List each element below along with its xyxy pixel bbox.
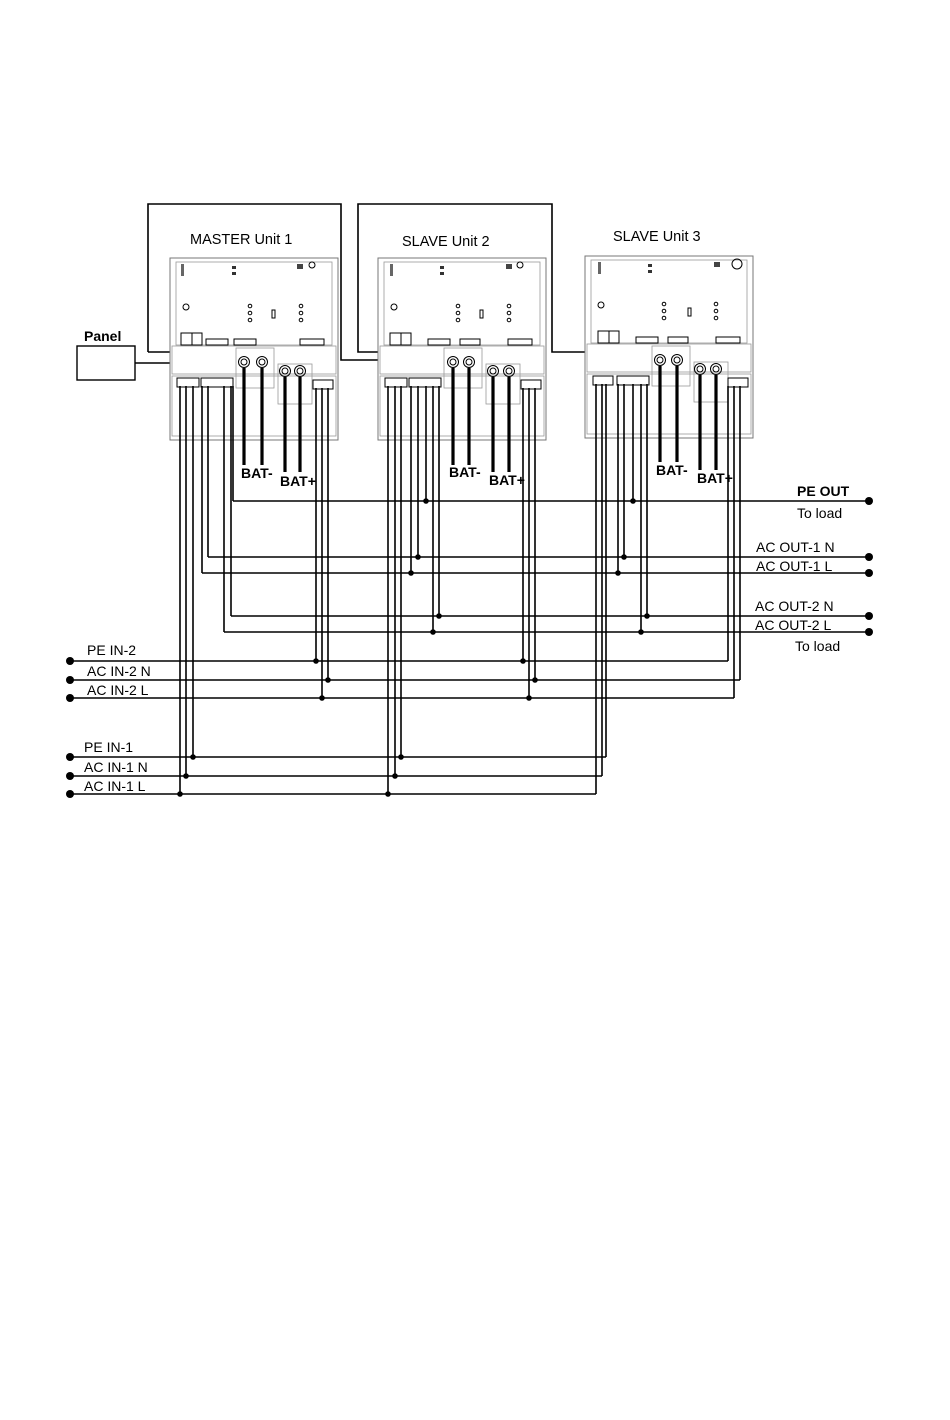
- terminal-pe-in1: [66, 753, 74, 761]
- label-pe-in1: PE IN-1: [84, 739, 133, 755]
- unit-3-bat-minus: BAT-: [656, 462, 688, 478]
- unit-1-master: MASTER Unit 1 BAT- BAT+: [170, 232, 338, 489]
- label-ac-out1-n: AC OUT-1 N: [756, 539, 835, 555]
- label-ac-in1-l: AC IN-1 L: [84, 778, 146, 794]
- terminal-ac-out2-n: [865, 612, 873, 620]
- label-pe-in2: PE IN-2: [87, 642, 136, 658]
- label-to-load-1: To load: [797, 505, 842, 521]
- label-ac-in1-n: AC IN-1 N: [84, 759, 148, 775]
- label-to-load-2: To load: [795, 638, 840, 654]
- unit-2-slave: SLAVE Unit 2 BAT- BAT+: [378, 234, 546, 488]
- unit-1-bat-minus: BAT-: [241, 465, 273, 481]
- panel-label: Panel: [84, 328, 121, 344]
- label-pe-out: PE OUT: [797, 483, 850, 499]
- terminal-ac-out1-l: [865, 569, 873, 577]
- unit-2-drops: [388, 386, 535, 794]
- label-ac-out2-l: AC OUT-2 L: [755, 617, 831, 633]
- terminal-ac-in2-n: [66, 676, 74, 684]
- terminal-pe-out: [865, 497, 873, 505]
- unit-1-bat-plus: BAT+: [280, 473, 316, 489]
- terminal-ac-in2-l: [66, 694, 74, 702]
- terminal-dots: [66, 497, 873, 798]
- terminal-ac-out2-l: [865, 628, 873, 636]
- terminal-ac-out1-n: [865, 553, 873, 561]
- unit-2-bat-minus: BAT-: [449, 464, 481, 480]
- unit-2-bat-plus: BAT+: [489, 472, 525, 488]
- unit-1-drops: [180, 386, 328, 794]
- remote-panel: Panel: [77, 328, 135, 380]
- unit-1-title: MASTER Unit 1: [190, 232, 292, 248]
- terminal-ac-in1-n: [66, 772, 74, 780]
- unit-2-title: SLAVE Unit 2: [402, 234, 490, 250]
- unit-3-title: SLAVE Unit 3: [613, 229, 701, 245]
- label-ac-out2-n: AC OUT-2 N: [755, 598, 834, 614]
- label-ac-in2-n: AC IN-2 N: [87, 663, 151, 679]
- label-ac-out1-l: AC OUT-1 L: [756, 558, 832, 574]
- terminal-ac-in1-l: [66, 790, 74, 798]
- unit-3-drops: [596, 384, 740, 794]
- label-ac-in2-l: AC IN-2 L: [87, 682, 149, 698]
- terminal-pe-in2: [66, 657, 74, 665]
- junction-dots: [177, 498, 650, 797]
- bus-lines: [70, 501, 868, 794]
